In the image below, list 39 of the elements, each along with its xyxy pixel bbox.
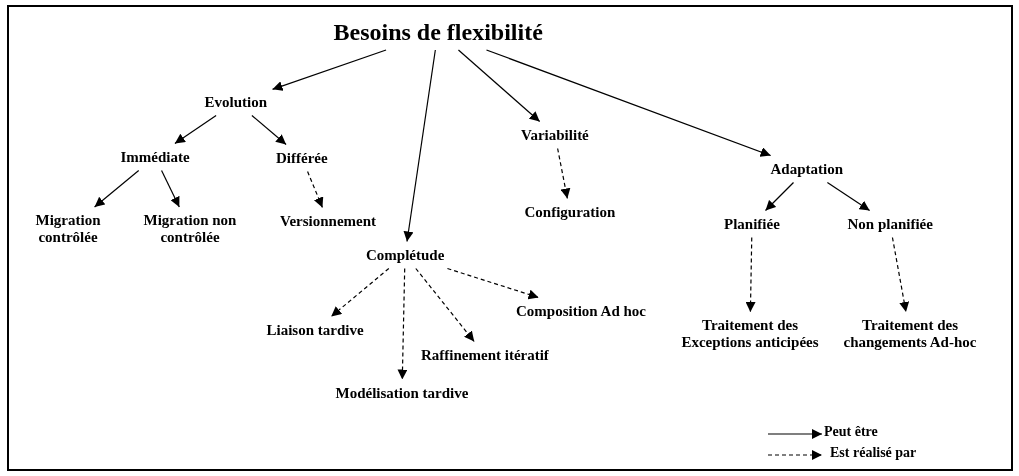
concept-label: Composition Ad hoc xyxy=(516,302,647,320)
concept-label: Traitement des Exceptions anticipées xyxy=(670,317,830,351)
arrow xyxy=(764,181,795,212)
concept-label: Planifiée xyxy=(724,215,780,233)
arrow xyxy=(94,169,140,208)
dashed-arrow xyxy=(330,267,390,318)
concept-label: Migration non contrôlée xyxy=(127,212,253,246)
concept-label: Différée xyxy=(276,149,328,167)
dashed-arrow xyxy=(415,267,475,343)
dashed-arrow xyxy=(397,267,408,381)
arrow xyxy=(160,169,180,208)
concept-label: Variabilité xyxy=(521,126,589,144)
concept-label: Configuration xyxy=(524,203,616,221)
concept-label: Traitement des changements Ad-hoc xyxy=(827,317,993,351)
concept-label: Liaison tardive xyxy=(266,321,364,339)
concept-label: Immédiate xyxy=(120,148,190,166)
legend-label: Est réalisé par xyxy=(830,445,917,461)
concept-label: Adaptation xyxy=(770,160,844,178)
concept-label: Migration contrôlée xyxy=(28,212,108,246)
arrow xyxy=(403,49,436,243)
concept-label: Non planifiée xyxy=(847,215,933,233)
arrow xyxy=(485,49,772,157)
concept-label: Complétude xyxy=(366,246,445,264)
arrow xyxy=(251,114,287,146)
dashed-arrow xyxy=(446,267,540,300)
dashed-arrow xyxy=(557,147,571,200)
legend-label: Peut être xyxy=(824,424,878,440)
dashed-arrow xyxy=(891,236,910,313)
concept-label: Raffinement itératif xyxy=(421,346,549,364)
concept-label: Modélisation tardive xyxy=(335,384,469,402)
arrow xyxy=(271,49,387,91)
arrow xyxy=(174,114,217,145)
dashed-arrow xyxy=(745,236,756,313)
arrow xyxy=(826,181,871,212)
root-concept-label: Besoins de flexibilité xyxy=(333,19,543,45)
concept-label: Evolution xyxy=(204,93,268,111)
dashed-arrow xyxy=(306,170,324,209)
concept-label: Versionnement xyxy=(280,212,377,230)
arrow xyxy=(457,49,541,123)
